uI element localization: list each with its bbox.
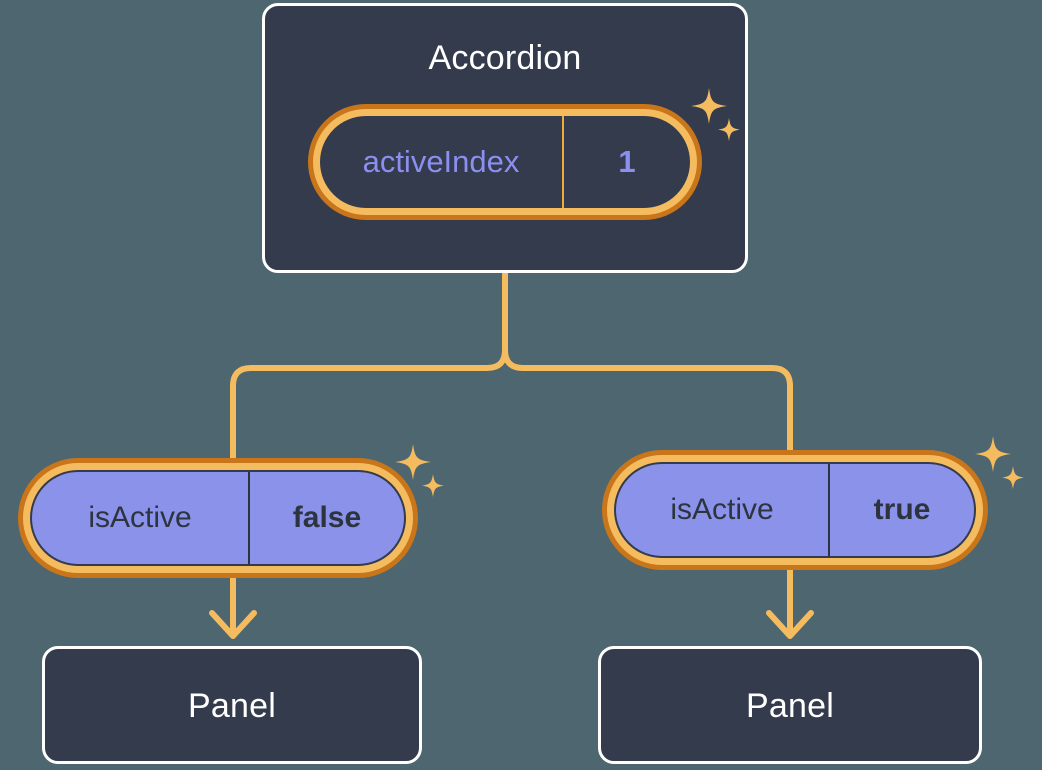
panel-node-right[interactable]: Panel — [598, 646, 982, 764]
accordion-node-title: Accordion — [428, 39, 582, 77]
prop-pill-ring-right: isActive true — [607, 455, 983, 565]
prop-pill-ring: activeIndex 1 — [313, 109, 697, 215]
prop-key-activeindex: activeIndex — [362, 144, 520, 179]
prop-value-isactive-right: true — [828, 464, 974, 556]
prop-pill-isactive-false[interactable]: isActive false — [18, 458, 418, 578]
arrowhead-left — [209, 610, 257, 639]
prop-pill-ring-left: isActive false — [23, 463, 413, 573]
connector-root-to-branches — [230, 270, 508, 473]
arrowhead-right — [766, 610, 814, 639]
panel-node-left[interactable]: Panel — [42, 646, 422, 764]
connector-root-to-branch-right — [502, 270, 793, 465]
panel-node-left-title: Panel — [188, 687, 276, 725]
prop-value-activeindex: 1 — [562, 116, 690, 208]
prop-key-isactive-right: isActive — [670, 493, 774, 526]
prop-pill-body: activeIndex 1 — [320, 116, 690, 208]
prop-pill-body-right: isActive true — [614, 462, 976, 558]
prop-pill-body-left: isActive false — [30, 470, 406, 566]
prop-pill-activeindex[interactable]: activeIndex 1 — [308, 104, 702, 220]
prop-pill-isactive-true[interactable]: isActive true — [602, 450, 988, 570]
panel-node-right-title: Panel — [746, 687, 834, 725]
prop-value-isactive-left: false — [248, 472, 404, 564]
prop-key-isactive-left: isActive — [88, 501, 192, 534]
